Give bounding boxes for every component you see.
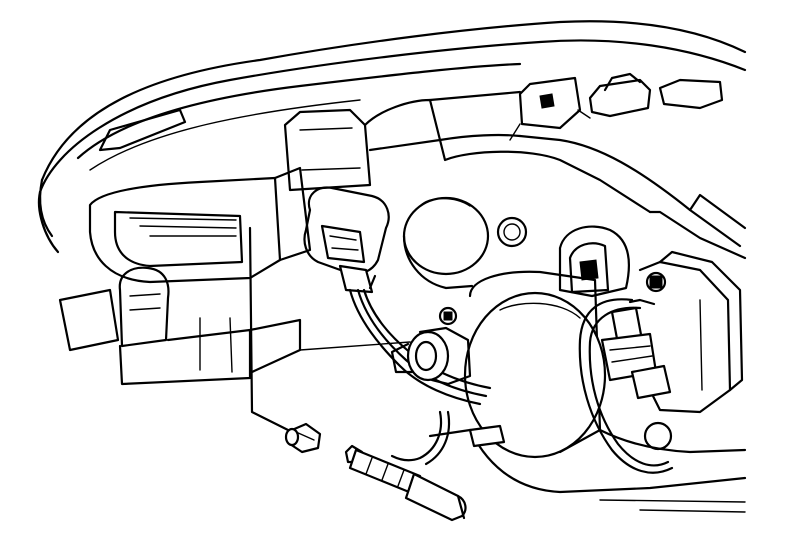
park-lamp-connector bbox=[303, 186, 390, 294]
wiring-harness-loop bbox=[578, 298, 674, 474]
housing-bottom-edge bbox=[299, 341, 472, 438]
lamp-housing-body bbox=[283, 90, 747, 260]
housing-outer-shell bbox=[37, 20, 747, 254]
top-mounting-clips bbox=[509, 72, 724, 141]
side-marker-bulb bbox=[284, 422, 322, 454]
removal-leader-line bbox=[248, 226, 290, 432]
low-beam-bulb-cap bbox=[402, 196, 490, 290]
high-beam-cylinder bbox=[463, 270, 747, 513]
actuator-connector bbox=[600, 306, 672, 400]
mounting-bosses bbox=[438, 216, 673, 451]
bulb-lead-wire bbox=[390, 410, 506, 466]
turn-signal-recess bbox=[88, 108, 312, 284]
side-marker-connector bbox=[58, 266, 302, 386]
removed-bulb-assembly bbox=[344, 444, 467, 522]
leveling-actuator bbox=[638, 250, 744, 414]
leveling-actuator-socket bbox=[558, 225, 631, 298]
high-beam-bulb-socket bbox=[390, 326, 472, 386]
